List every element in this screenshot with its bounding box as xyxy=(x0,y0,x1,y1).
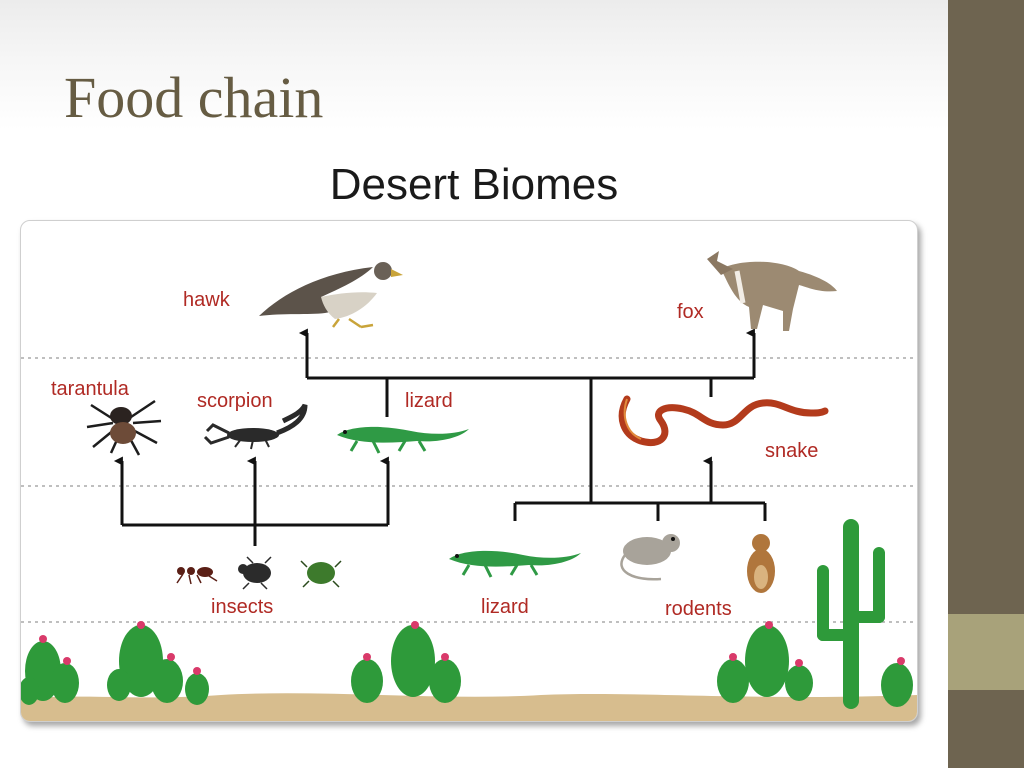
label-lizard-lower: lizard xyxy=(481,596,529,618)
slide: Food chain Desert Biomes xyxy=(0,0,948,768)
fox-icon xyxy=(707,251,837,331)
beetle-icon xyxy=(238,556,272,590)
rat-icon xyxy=(620,534,680,581)
slide-title: Food chain xyxy=(64,65,324,130)
cactus-cluster-3 xyxy=(351,621,461,703)
lizard-icon-lower xyxy=(449,550,581,578)
saguaro-cactus-icon xyxy=(817,519,885,709)
label-hawk: hawk xyxy=(183,289,231,311)
hawk-icon xyxy=(259,262,403,329)
prairie-dog-icon xyxy=(747,534,775,593)
ant-icon xyxy=(176,567,218,585)
level-dividers xyxy=(21,357,917,623)
sidebar-decoration xyxy=(948,0,1024,768)
label-insects: insects xyxy=(211,596,273,618)
label-lizard-upper: lizard xyxy=(405,390,453,412)
label-fox: fox xyxy=(677,301,704,323)
sand-ground xyxy=(21,693,917,721)
rodents-icon xyxy=(620,534,775,593)
label-snake: snake xyxy=(765,440,818,462)
insects-icon xyxy=(176,556,342,590)
lizard-icon-upper xyxy=(337,426,469,454)
food-chain-diagram: hawk fox tarantula scorpio xyxy=(20,220,918,722)
scorpion-icon xyxy=(203,403,308,450)
diagram-title: Desert Biomes xyxy=(329,160,619,209)
diagram-canvas: hawk fox tarantula scorpio xyxy=(21,251,917,721)
cactus-cluster-1 xyxy=(21,635,79,705)
cactus-cluster-2 xyxy=(107,621,209,705)
food-chain-connectors xyxy=(113,328,767,546)
cactus-clusters xyxy=(21,621,913,707)
label-scorpion: scorpion xyxy=(197,390,273,412)
sidebar-accent-block xyxy=(948,614,1024,690)
label-tarantula: tarantula xyxy=(51,378,130,400)
tarantula-icon xyxy=(86,399,162,456)
green-beetle-icon xyxy=(300,560,342,588)
snake-icon xyxy=(618,395,829,446)
cactus-cluster-5 xyxy=(881,657,913,707)
cactus-cluster-4 xyxy=(717,621,813,703)
label-rodents: rodents xyxy=(665,598,732,620)
